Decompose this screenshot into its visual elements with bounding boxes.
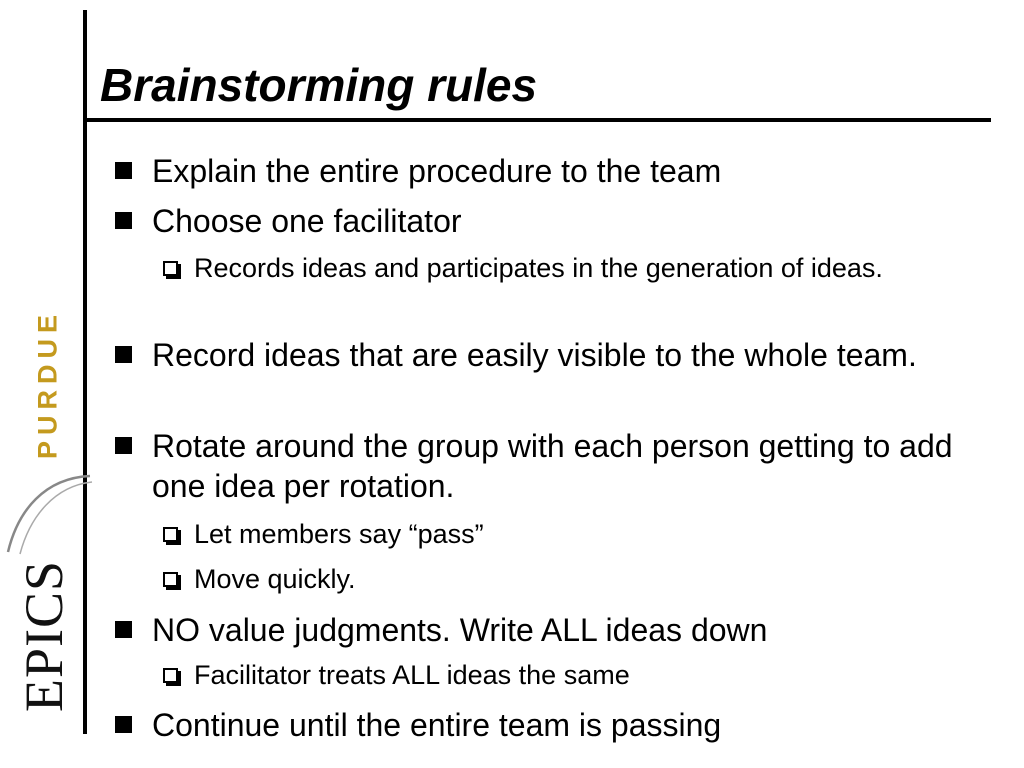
bullet-item: Record ideas that are easily visible to … <box>115 335 1012 375</box>
sub-bullet-text: Let members say “pass” <box>194 519 484 549</box>
checkbox-bullet-icon <box>163 261 178 276</box>
bullet-item: Explain the entire procedure to the team <box>115 151 1012 191</box>
checkbox-bullet-icon <box>163 572 178 587</box>
sub-bullet-text: Move quickly. <box>194 564 356 594</box>
sub-bullet-item: Let members say “pass” <box>163 517 988 552</box>
checkbox-bullet-icon <box>163 527 178 542</box>
square-bullet-icon <box>115 437 132 454</box>
square-bullet-icon <box>115 621 132 638</box>
branding-sidebar: PURDUE EPICS <box>0 0 93 768</box>
square-bullet-icon <box>115 212 132 229</box>
bullet-text: Choose one facilitator <box>152 203 462 239</box>
sub-bullet-item: Facilitator treats ALL ideas the same <box>163 658 988 693</box>
title-underline <box>83 118 991 122</box>
checkbox-bullet-icon <box>163 668 178 683</box>
bullet-item: Continue until the entire team is passin… <box>115 705 1012 745</box>
bullet-text: Rotate around the group with each person… <box>152 428 953 504</box>
bullet-item: Choose one facilitator <box>115 201 1012 241</box>
bullet-text: NO value judgments. Write ALL ideas down <box>152 612 768 648</box>
slide-title: Brainstorming rules <box>100 59 538 111</box>
sub-bullet-item: Move quickly. <box>163 562 988 597</box>
sub-bullet-text: Facilitator treats ALL ideas the same <box>194 660 630 690</box>
square-bullet-icon <box>115 346 132 363</box>
vertical-divider <box>83 10 87 734</box>
bullet-text: Explain the entire procedure to the team <box>152 153 722 189</box>
bullet-item: Rotate around the group with each person… <box>115 426 1012 506</box>
swoosh-icon <box>6 474 93 555</box>
square-bullet-icon <box>115 716 132 733</box>
bullet-item: NO value judgments. Write ALL ideas down <box>115 610 1012 650</box>
sub-bullet-text: Records ideas and participates in the ge… <box>194 253 883 283</box>
bullet-text: Continue until the entire team is passin… <box>152 707 722 743</box>
square-bullet-icon <box>115 162 132 179</box>
bullet-text: Record ideas that are easily visible to … <box>152 337 917 373</box>
sub-bullet-item: Records ideas and participates in the ge… <box>163 251 988 286</box>
